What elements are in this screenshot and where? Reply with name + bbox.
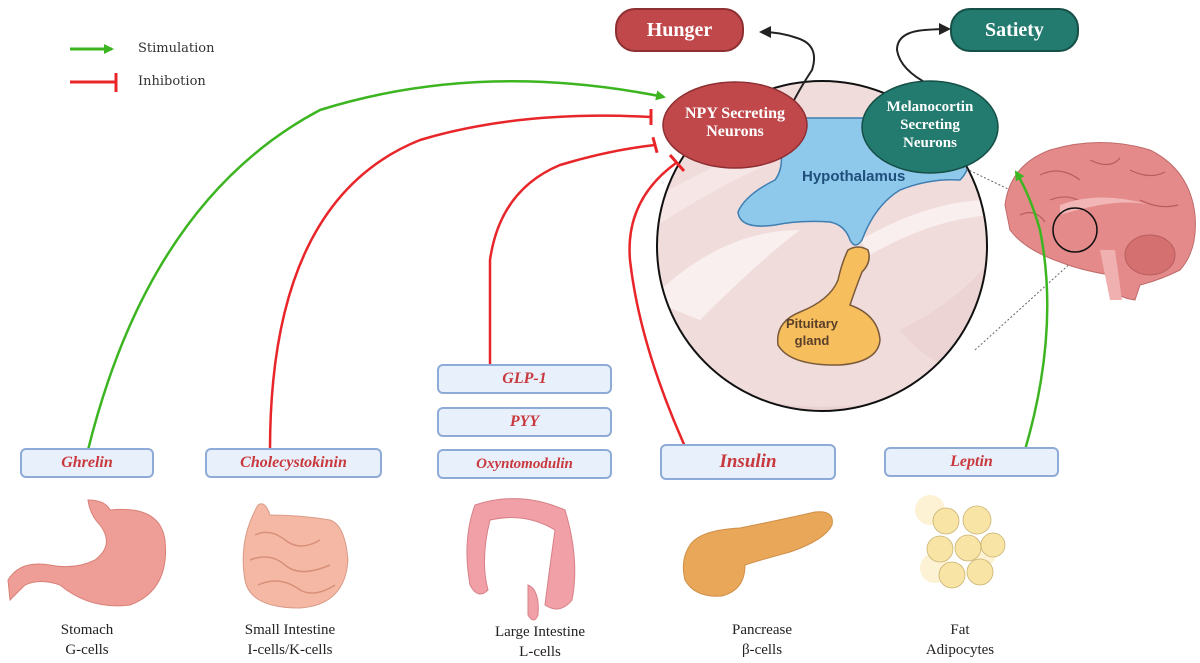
fat-cells-icon <box>915 495 1006 589</box>
organ-large-intestine-label: Large Intestine L-cells <box>450 622 630 662</box>
npy-line2: Neurons <box>706 123 764 140</box>
hormone-leptin: Leptin <box>884 447 1059 477</box>
pituitary-line1: Pituitary <box>785 316 838 331</box>
satiety-badge: Satiety <box>950 8 1079 52</box>
melanocortin-line2: Secreting <box>900 117 960 133</box>
l-cell-hormones-tbar-icon <box>651 136 659 154</box>
hypothalamus-label: Hypothalamus <box>802 168 906 185</box>
organ-small-intestine-name: Small Intestine <box>244 622 336 638</box>
inhibition-tbar-icon <box>70 73 118 92</box>
organ-stomach-label: Stomach G-cells <box>0 620 177 660</box>
hormone-glp1: GLP-1 <box>437 364 612 394</box>
zoom-guide-line-bottom <box>974 249 1086 351</box>
l-cell-hormones-inhibition-line <box>488 143 656 364</box>
melanocortin-line1: Melanocortin <box>886 99 974 115</box>
melanocortin-line3: Neurons <box>903 135 957 151</box>
insulin-tbar-icon <box>668 154 686 172</box>
pancreas-icon <box>682 511 833 597</box>
npy-neurons-ellipse <box>662 81 808 169</box>
stomach-icon <box>7 499 167 607</box>
legend <box>70 44 118 92</box>
organ-fat-cells: Adipocytes <box>925 642 995 658</box>
pituitary-label: Pituitary gland <box>777 315 847 349</box>
hormone-ghrelin: Ghrelin <box>20 448 154 478</box>
insulin-inhibition-line <box>628 161 694 463</box>
npy-to-hunger-arrow <box>759 26 816 109</box>
organ-large-intestine-name: Large Intestine <box>494 624 586 640</box>
pituitary-line2: gland <box>794 333 830 348</box>
pituitary-gland-shape <box>776 246 881 366</box>
large-intestine-icon <box>466 498 576 621</box>
organ-stomach-cells: G-cells <box>65 642 109 658</box>
organ-pancreas-name: Pancrease <box>732 622 792 638</box>
organ-fat-label: Fat Adipocytes <box>870 620 1050 660</box>
legend-inhibition-label: Inhibotion <box>138 74 206 89</box>
melanocortin-neurons-ellipse <box>861 80 999 174</box>
small-intestine-icon <box>242 503 349 609</box>
hunger-badge: Hunger <box>615 8 744 52</box>
organ-pancreas-cells: β-cells <box>741 642 783 658</box>
organ-large-intestine-cells: L-cells <box>519 644 561 660</box>
organ-pancreas-label: Pancrease β-cells <box>672 620 852 660</box>
hormone-pyy: PYY <box>437 407 612 437</box>
leptin-stimulation-line <box>1014 170 1049 451</box>
ghrelin-stimulation-line <box>86 80 666 451</box>
melanocortin-neurons-label: Melanocortin Secreting Neurons <box>870 98 990 152</box>
npy-line1: NPY Secreting <box>685 105 785 122</box>
hormone-oxyntomodulin: Oxyntomodulin <box>437 449 612 479</box>
npy-neurons-label: NPY Secreting Neurons <box>670 105 800 141</box>
organ-small-intestine-cells: I-cells/K-cells <box>247 642 333 658</box>
organ-small-intestine-label: Small Intestine I-cells/K-cells <box>200 620 380 660</box>
brain-icon <box>1004 142 1196 301</box>
hormone-cholecystokinin: Cholecystokinin <box>205 448 382 478</box>
hormone-insulin: Insulin <box>660 444 836 480</box>
organ-stomach-name: Stomach <box>60 622 114 638</box>
melanocortin-to-satiety-arrow <box>895 23 951 86</box>
legend-stimulation-label: Stimulation <box>138 41 215 56</box>
organ-fat-name: Fat <box>950 622 970 638</box>
cholecystokinin-inhibition-line <box>268 114 652 451</box>
